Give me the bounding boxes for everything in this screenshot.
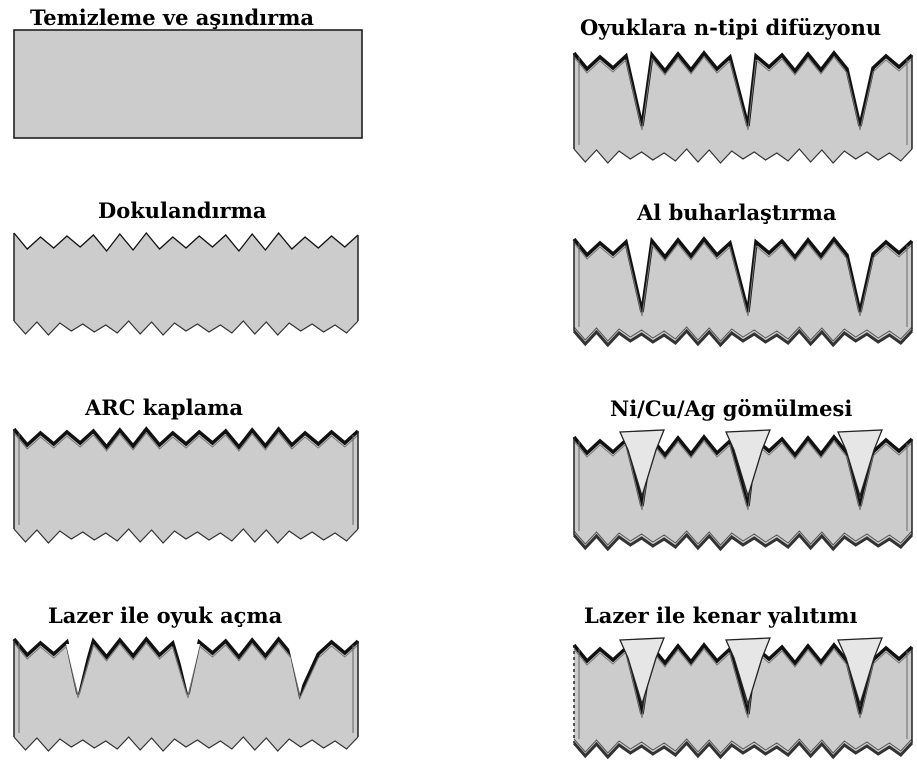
metal-contact <box>837 429 883 499</box>
laser-groove <box>288 644 312 694</box>
back-surface <box>13 736 359 752</box>
arc-layer <box>13 642 359 700</box>
wafer-isolation-diagram <box>572 637 914 760</box>
wafer-textured-diagram <box>13 231 359 336</box>
arc-layer <box>573 648 913 719</box>
wafer-flat-diagram <box>13 29 363 139</box>
wafer-groove-diagram <box>12 636 360 752</box>
wafer-body <box>14 429 358 543</box>
wafer-diffusion-diagram <box>572 50 914 164</box>
step-title: Ni/Cu/Ag gömülmesi <box>610 396 853 421</box>
wafer-body <box>13 29 363 139</box>
wafer-arc-diagram <box>12 426 360 544</box>
back-contact <box>573 738 913 754</box>
wafer-body <box>14 639 358 751</box>
wafer-al-diagram <box>572 236 914 348</box>
metal-contact <box>725 637 771 707</box>
back-contact <box>573 326 913 342</box>
back-contact <box>573 530 913 546</box>
metal-contact <box>725 429 771 499</box>
arc-layer <box>573 440 913 511</box>
arc-layer <box>573 242 913 317</box>
back-surface <box>572 328 914 348</box>
back-surface <box>573 148 913 164</box>
arc-layer <box>13 432 359 452</box>
step-title: Lazer ile kenar yalıtımı <box>584 603 858 628</box>
front-surface <box>13 231 359 253</box>
back-surface <box>572 740 914 760</box>
step-title: Temizleme ve aşındırma <box>30 5 315 30</box>
wafer-body <box>14 233 358 335</box>
step-title: Dokulandırma <box>98 198 267 223</box>
step-title: ARC kaplama <box>85 395 244 420</box>
front-surface <box>12 426 360 450</box>
metal-contact <box>837 637 883 707</box>
back-surface <box>13 320 359 336</box>
back-surface <box>572 532 914 552</box>
step-title: Al buharlaştırma <box>637 200 837 225</box>
arc-layer <box>573 56 913 131</box>
laser-groove <box>66 644 90 694</box>
wafer-body <box>574 239 912 345</box>
laser-groove <box>176 644 200 694</box>
metal-contact <box>619 429 665 499</box>
back-surface <box>13 528 359 544</box>
step-title: Lazer ile oyuk açma <box>48 603 283 628</box>
metal-contact <box>619 637 665 707</box>
wafer-plating-diagram <box>572 429 914 552</box>
step-title: Oyuklara n-tipi difüzyonu <box>580 15 882 40</box>
